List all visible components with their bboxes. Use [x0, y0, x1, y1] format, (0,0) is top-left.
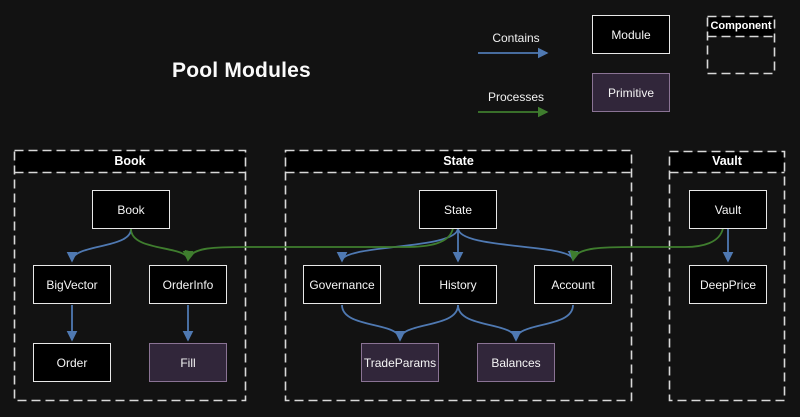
state-container-border [284, 149, 633, 402]
node-book: Book [92, 190, 170, 229]
node-fill: Fill [149, 343, 227, 382]
edge-book-orderinfo [130, 228, 194, 262]
node-account: Account [534, 265, 612, 304]
node-tradeparams-label: TradeParams [363, 355, 437, 370]
state-container-title: State [443, 154, 474, 168]
edge-state-governance [336, 227, 459, 263]
legend-component-label: Component [710, 20, 772, 32]
vault-container-title: Vault [712, 154, 742, 168]
edge-book-bigvector [66, 228, 132, 263]
node-balances-label: Balances [491, 355, 541, 370]
edge-state-orderinfo [184, 227, 454, 262]
edge-vault-account [569, 227, 724, 262]
book-container-titlebar [15, 151, 245, 172]
node-vault-label: Vault [714, 202, 742, 217]
state-container-titlebar [286, 151, 631, 172]
node-state-label: State [443, 202, 473, 217]
node-state: State [419, 190, 497, 229]
edge-governance-tradeparams [341, 304, 406, 342]
node-deepprice-label: DeepPrice [699, 277, 757, 292]
vault-container-border [668, 150, 786, 402]
vault-container-titlebar [670, 152, 784, 172]
book-container-title: Book [114, 154, 146, 168]
node-balances: Balances [477, 343, 555, 382]
node-order-label: Order [56, 355, 88, 370]
legend-module-label: Module [611, 27, 651, 42]
node-deepprice: DeepPrice [689, 265, 767, 304]
node-governance-label: Governance [309, 277, 375, 292]
legend-processes-label: Processes [487, 90, 545, 104]
node-book-label: Book [117, 202, 145, 217]
edge-account-balances [510, 304, 574, 342]
node-fill-label: Fill [180, 355, 196, 370]
container-borders [13, 15, 786, 402]
edge-history-tradeparams [394, 304, 459, 342]
node-history: History [419, 265, 497, 304]
legend-module-box: Module [592, 15, 670, 54]
edge-state-account [457, 227, 579, 262]
node-bigvector-label: BigVector [46, 277, 98, 292]
page-title: Pool Modules [172, 59, 311, 82]
node-account-label: Account [551, 277, 595, 292]
node-tradeparams: TradeParams [361, 343, 439, 382]
node-history-label: History [439, 277, 477, 292]
legend-primitive-label: Primitive [607, 85, 654, 100]
node-orderinfo: OrderInfo [149, 265, 227, 304]
node-vault: Vault [689, 190, 767, 229]
component-legend-border [706, 15, 776, 75]
legend-primitive-box: Primitive [592, 73, 670, 112]
node-governance: Governance [303, 265, 381, 304]
legend-contains-label: Contains [492, 31, 540, 45]
component-legend-titlebar [708, 17, 774, 36]
processes-edges [130, 106, 724, 262]
book-container-border [13, 149, 247, 402]
node-order: Order [33, 343, 111, 382]
edge-history-balances [457, 304, 522, 342]
node-orderinfo-label: OrderInfo [162, 277, 214, 292]
node-bigvector: BigVector [33, 265, 111, 304]
